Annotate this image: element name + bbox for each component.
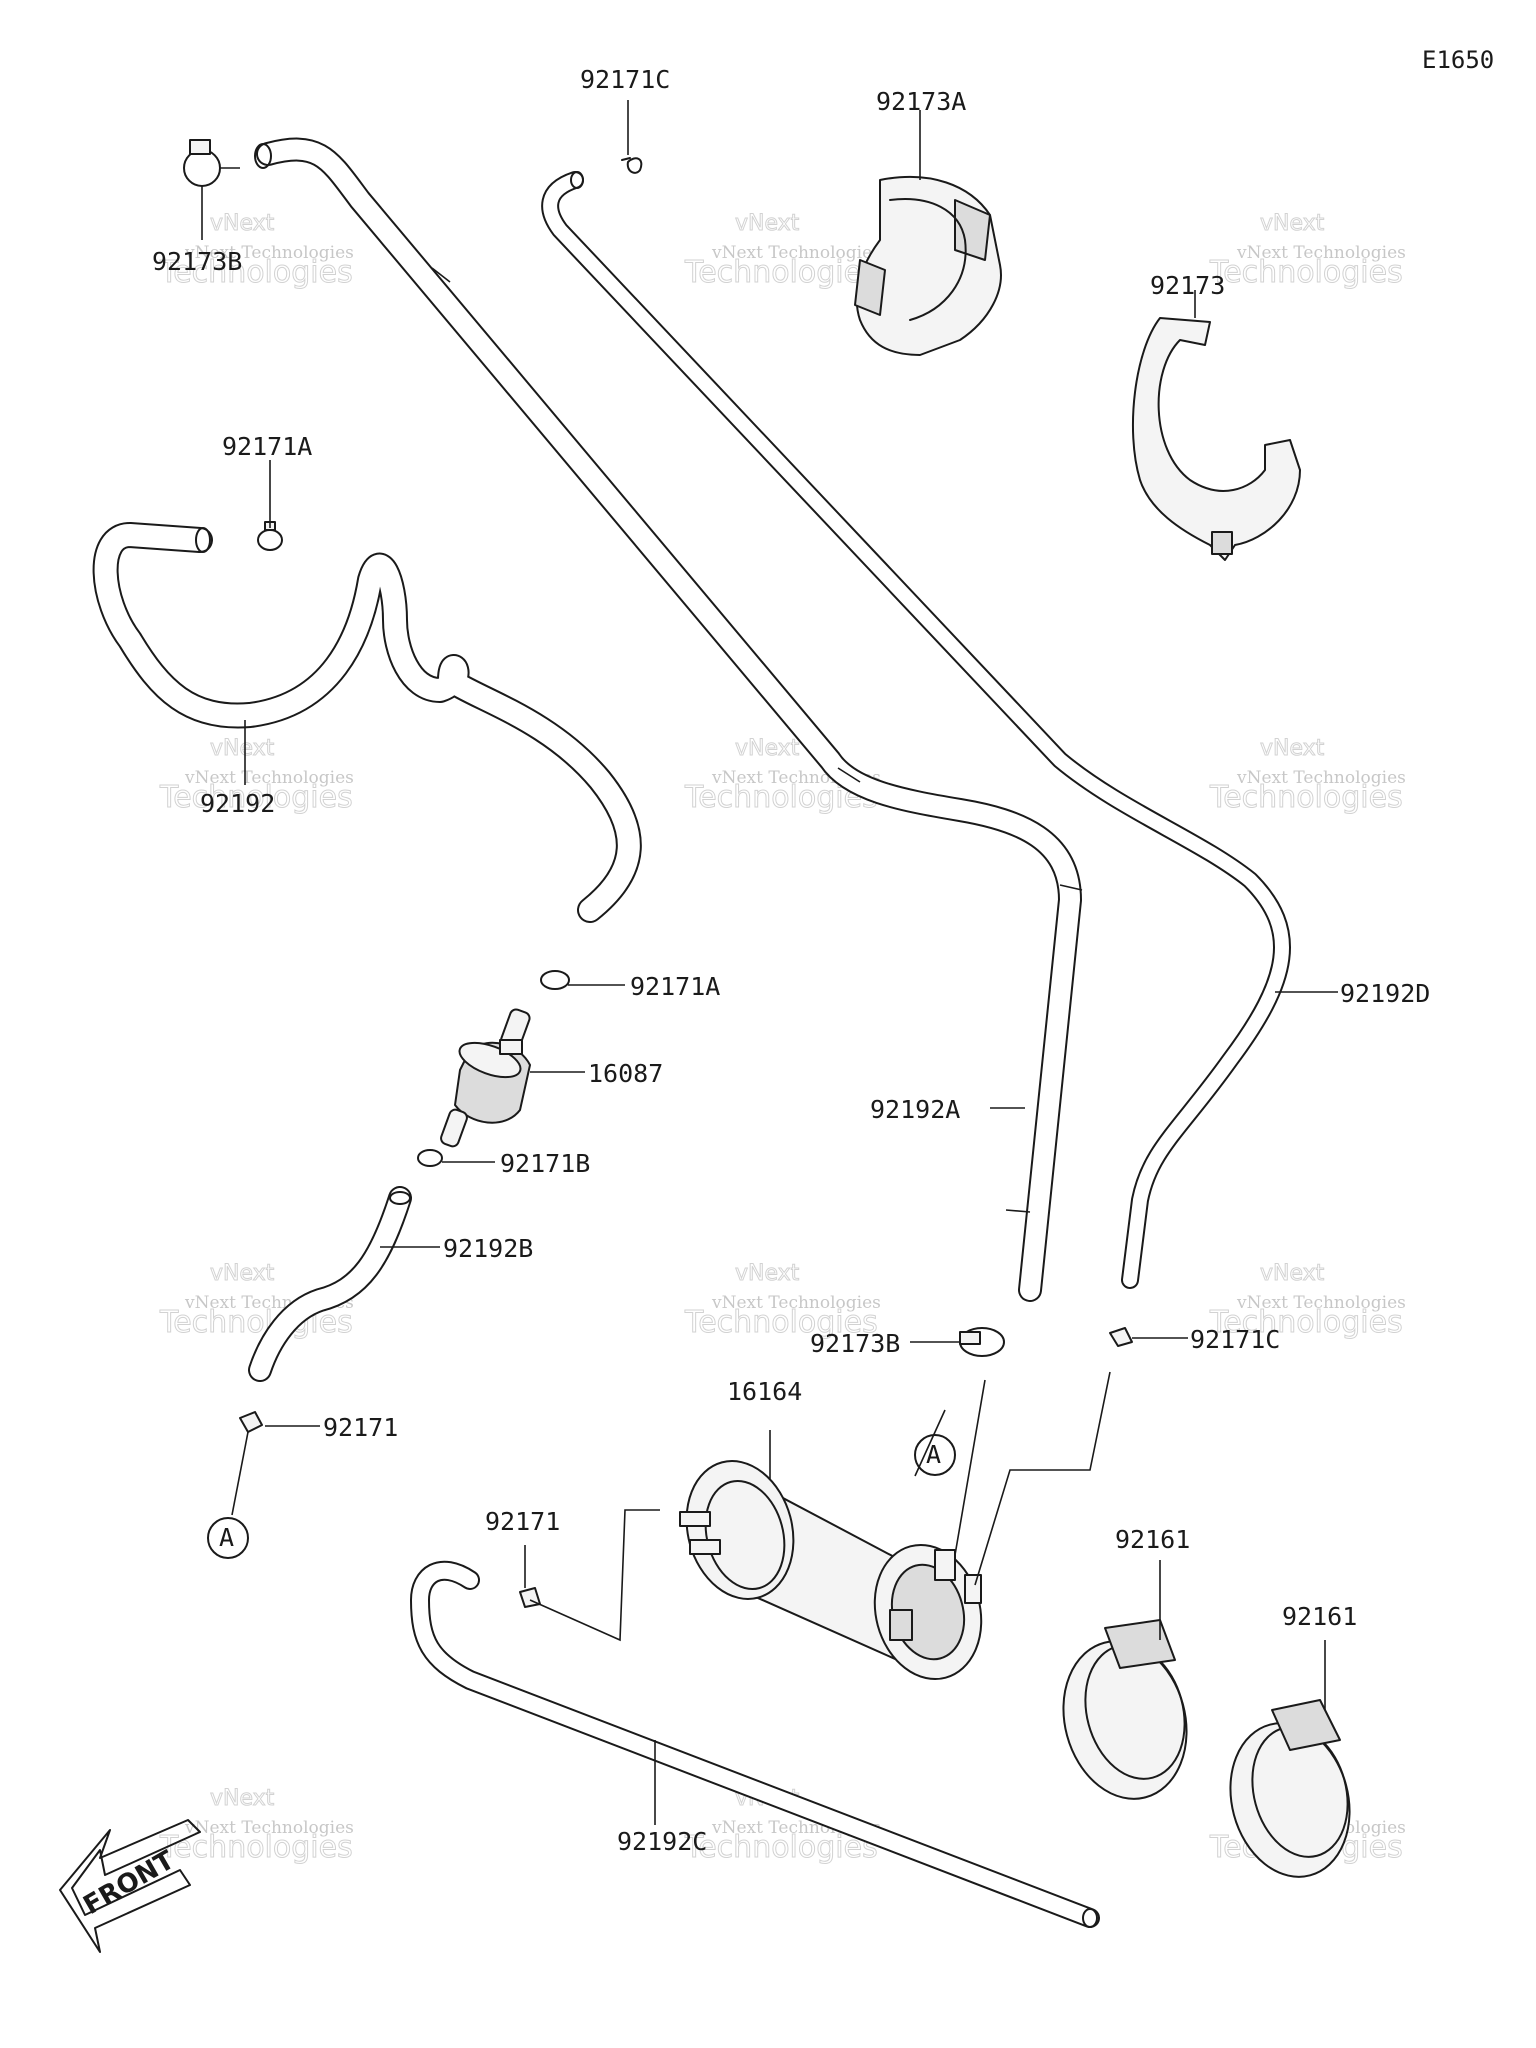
- svg-text:vNext: vNext: [210, 736, 275, 761]
- clip-92171B: [417, 1149, 443, 1167]
- svg-text:vNext: vNext: [735, 211, 800, 236]
- label-92161-a: 92161: [1115, 1525, 1190, 1554]
- diagram-code: E1650: [1422, 46, 1494, 74]
- hose-92192D: [541, 171, 1291, 1289]
- svg-text:vNext: vNext: [735, 736, 800, 761]
- label-92173A: 92173A: [876, 87, 966, 116]
- label-92161-b: 92161: [1282, 1602, 1357, 1631]
- svg-text:vNext: vNext: [210, 211, 275, 236]
- leader-lines: [201, 100, 1338, 1825]
- svg-text:vNext Technologies: vNext Technologies: [184, 1818, 354, 1838]
- svg-text:vNext Technologies: vNext Technologies: [711, 1293, 881, 1313]
- label-92171-left: 92171: [323, 1413, 398, 1442]
- svg-text:Technologies: Technologies: [684, 1305, 878, 1340]
- label-92173B-bottom: 92173B: [810, 1329, 900, 1358]
- label-92171C-top: 92171C: [580, 65, 670, 94]
- label-92173: 92173: [1150, 271, 1225, 300]
- label-92192B: 92192B: [443, 1234, 533, 1263]
- label-92192: 92192: [200, 789, 275, 818]
- clip-92171A-mid: [540, 970, 570, 990]
- clip-92171-left: [239, 1411, 263, 1433]
- svg-text:vNext: vNext: [1260, 211, 1325, 236]
- canister-16164: [679, 1460, 983, 1681]
- band-clamp-92161-b: [1229, 1699, 1351, 1878]
- clip-92171-center: [519, 1587, 541, 1608]
- ref-mark-a-canister: A: [914, 1434, 956, 1476]
- hose-92192: [92, 522, 642, 923]
- svg-text:vNext: vNext: [735, 1261, 800, 1286]
- clamp-92173A: [854, 176, 1002, 356]
- watermark: vNext Technologies vNext Technologies: [684, 211, 881, 291]
- hose-92192B: [248, 1186, 412, 1382]
- svg-text:vNext: vNext: [210, 1261, 275, 1286]
- watermark: vNext Technologies vNext Technologies: [1209, 1261, 1406, 1341]
- svg-text:vNext: vNext: [210, 1786, 275, 1811]
- svg-text:vNext Technologies: vNext Technologies: [184, 243, 354, 263]
- watermark: vNext Technologies vNext Technologies: [684, 1261, 881, 1341]
- hose-92192A: [254, 137, 1083, 1302]
- clip-92171C-bottom: [1109, 1327, 1133, 1347]
- svg-text:A: A: [219, 1523, 234, 1552]
- label-92171C-bottom: 92171C: [1190, 1325, 1280, 1354]
- svg-text:Technologies: Technologies: [1209, 1305, 1403, 1340]
- svg-text:vNext: vNext: [1260, 736, 1325, 761]
- svg-text:Technologies: Technologies: [1209, 255, 1403, 290]
- watermark: vNext Technologies vNext Technologies: [159, 736, 354, 816]
- ref-mark-a-left: A: [207, 1517, 249, 1559]
- svg-text:Technologies: Technologies: [684, 1830, 878, 1865]
- svg-text:Technologies: Technologies: [159, 255, 353, 290]
- svg-text:vNext Technologies: vNext Technologies: [1236, 768, 1406, 788]
- svg-text:Technologies: Technologies: [159, 780, 353, 815]
- svg-text:vNext Technologies: vNext Technologies: [1236, 243, 1406, 263]
- svg-text:Technologies: Technologies: [684, 255, 878, 290]
- svg-text:vNext Technologies: vNext Technologies: [711, 243, 881, 263]
- svg-text:Technologies: Technologies: [1209, 780, 1403, 815]
- label-92171A-top: 92171A: [222, 432, 312, 461]
- label-92171B: 92171B: [500, 1149, 590, 1178]
- label-92192A: 92192A: [870, 1095, 960, 1124]
- watermark: vNext Technologies vNext Technologies: [1209, 211, 1406, 291]
- watermark: vNext Technologies vNext Technologies: [159, 1786, 354, 1866]
- label-16087: 16087: [588, 1059, 663, 1088]
- label-16164: 16164: [727, 1377, 802, 1406]
- svg-text:vNext Technologies: vNext Technologies: [184, 768, 354, 788]
- svg-text:vNext: vNext: [1260, 1261, 1325, 1286]
- clamp-92173: [1132, 317, 1301, 561]
- svg-text:A: A: [926, 1440, 941, 1469]
- label-92171-center: 92171: [485, 1507, 560, 1536]
- clip-92171C-top: [621, 157, 643, 174]
- label-92171A-mid: 92171A: [630, 972, 720, 1001]
- svg-text:vNext Technologies: vNext Technologies: [1236, 1293, 1406, 1313]
- label-92192C: 92192C: [617, 1827, 707, 1856]
- part-labels: 92171C 92173A 92173B 92173 92171A 92192 …: [152, 65, 1430, 1856]
- band-clamp-92161-a: [1062, 1619, 1188, 1800]
- clamp-92173B-bottom: [959, 1327, 1005, 1357]
- label-92192D: 92192D: [1340, 979, 1430, 1008]
- label-92173B-top: 92173B: [152, 247, 242, 276]
- watermark: vNext Technologies vNext Technologies: [1209, 736, 1406, 816]
- hose-92192C: [410, 1560, 1100, 1928]
- watermark: vNext Technologies vNext Technologies: [159, 211, 354, 291]
- valve-16087: [440, 1008, 531, 1148]
- front-arrow-label: FRONT: [79, 1845, 180, 1921]
- clamp-92173B-top: [183, 139, 240, 187]
